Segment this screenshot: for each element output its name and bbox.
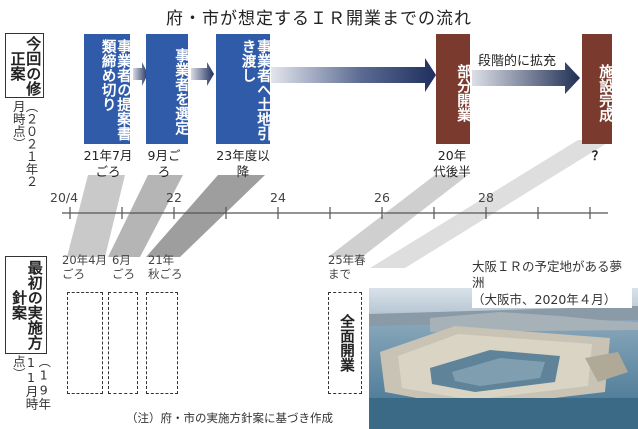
initial-item-2-box <box>108 292 138 394</box>
projection-band-4 <box>328 175 468 257</box>
chart-title: 府・市が想定するＩＲ開業までの流れ <box>166 9 472 29</box>
tick-label-28: 28 <box>478 190 494 205</box>
flow-arrow-2 <box>191 62 214 86</box>
step-proposal-deadline: 事業者の提案書類締め切り <box>84 34 131 144</box>
photo-caption: 大阪ＩＲの予定地がある夢洲 （大阪市、2020年４月） <box>472 259 632 308</box>
initial-item-2-when: 6月ごろ <box>112 253 135 282</box>
timeline-tick-marks <box>69 207 591 219</box>
flow-arrow-3 <box>271 58 436 92</box>
initial-item-4-when: 25年春まで <box>328 253 366 282</box>
current-plan-note: （２０２１年２月時点） <box>10 100 39 188</box>
footnote: （注）府・市の実施方針案に基づき作成 <box>126 411 333 425</box>
photo-caption-line1: 大阪ＩＲの予定地がある夢洲 <box>472 259 623 291</box>
step-facility-completion-when: ？ <box>591 148 605 163</box>
step-partial-opening: 部分開業 <box>436 34 471 144</box>
projection-band-5 <box>370 140 612 268</box>
flow-arrow-1 <box>133 62 148 86</box>
step-proposal-deadline-when: 21年7月ごろ <box>83 148 133 179</box>
tick-label-20-4: 20/4 <box>50 190 79 205</box>
tick-label-24: 24 <box>270 190 286 205</box>
initial-item-3-when: 21年秋ごろ <box>148 253 183 282</box>
step-facility-completion: 施設完成 <box>582 34 613 144</box>
tick-label-22: 22 <box>166 190 182 205</box>
projection-band-2 <box>108 175 183 257</box>
initial-full-opening-box: 全面開業 <box>328 292 362 394</box>
step-partial-opening-when: 20年代後半 <box>433 148 471 179</box>
step-operator-selection-when: 9月ごろ <box>147 148 181 179</box>
initial-item-1-box <box>67 292 103 394</box>
initial-item-3-box <box>146 292 178 394</box>
projection-band-1 <box>67 175 125 257</box>
initial-plan-label: 最初の実施方針案 <box>5 256 47 354</box>
step-land-handover: 事業者へ土地引き渡し <box>216 34 271 144</box>
initial-item-1-when: 20年4月ごろ <box>62 253 107 282</box>
tick-label-26: 26 <box>374 190 390 205</box>
expand-label: 段階的に拡充 <box>478 54 557 69</box>
current-plan-label: 今回の修正案 <box>5 33 44 98</box>
flow-arrow-4 <box>472 62 580 94</box>
projection-band-3 <box>146 175 265 257</box>
yumeshima-photo <box>369 288 638 429</box>
step-land-handover-when: 23年度以降 <box>216 148 270 179</box>
initial-plan-note: （19年11月時点） <box>10 355 52 410</box>
step-operator-selection: 事業者を選定 <box>146 34 189 144</box>
photo-caption-line2: （大阪市、2020年４月） <box>472 291 617 307</box>
